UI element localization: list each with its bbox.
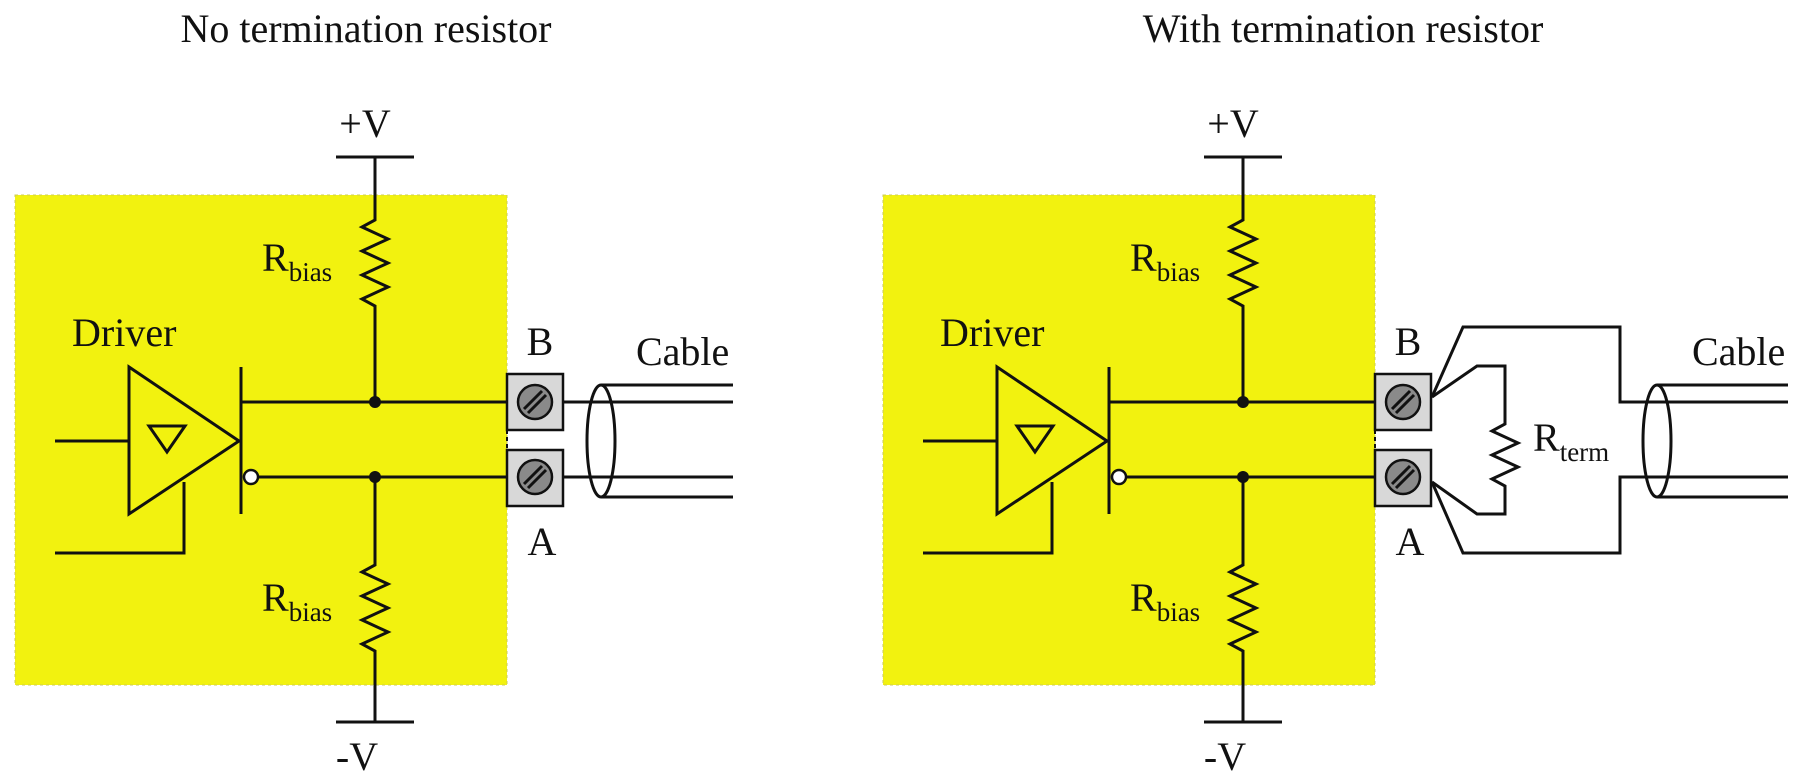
driver-enable-wire: [55, 482, 186, 555]
supply-positive-label: +V: [1207, 101, 1259, 146]
terminal-b-label: B: [1395, 319, 1422, 364]
screw-b-icon: [1384, 383, 1422, 421]
cable-end-ellipse: [585, 383, 617, 499]
rbias-bottom-label: Rbias: [262, 575, 332, 627]
rbias-top-label: Rbias: [262, 235, 332, 287]
rbias-top-resistor: [358, 157, 392, 402]
terminal-b-label: B: [527, 319, 554, 364]
cable-wire-a: [1430, 475, 1788, 555]
cable-label: Cable: [636, 329, 729, 374]
junction-dot-a: [369, 471, 381, 483]
rterm-label: Rterm: [1533, 415, 1609, 467]
driver-inner-symbol: [146, 424, 188, 455]
terminal-a-label: A: [528, 519, 557, 564]
rbias-top-resistor: [1226, 157, 1260, 402]
rbias-bottom-resistor: [358, 477, 392, 722]
driver-label: Driver: [940, 310, 1044, 355]
supply-negative-label: -V: [336, 734, 378, 779]
cable-label: Cable: [1692, 329, 1785, 374]
rbias-top-label: Rbias: [1130, 235, 1200, 287]
panel-title: With termination resistor: [1143, 6, 1544, 51]
screw-a-icon: [1384, 458, 1422, 496]
terminal-a-label: A: [1396, 519, 1425, 564]
junction-dot-a: [1237, 471, 1249, 483]
panel-no-termination: No termination resistor +V Rbias -V Rbia…: [14, 6, 733, 779]
screw-a-icon: [516, 458, 554, 496]
junction-dot-b: [1237, 396, 1249, 408]
cable-wire-b: [1430, 325, 1788, 404]
driver-label: Driver: [72, 310, 176, 355]
driver-inverting-bubble: [1110, 468, 1128, 486]
panel-with-termination: With termination resistor +V Rbias -V Rb…: [882, 6, 1788, 779]
screw-b-icon: [516, 383, 554, 421]
panel-title: No termination resistor: [180, 6, 551, 51]
driver-inner-symbol: [1014, 424, 1056, 455]
supply-negative-label: -V: [1204, 734, 1246, 779]
supply-positive-label: +V: [339, 101, 391, 146]
rbias-bottom-resistor: [1226, 477, 1260, 722]
driver-inverting-bubble: [242, 468, 260, 486]
junction-dot-b: [369, 396, 381, 408]
cable-end-ellipse: [1641, 383, 1673, 499]
rbias-bottom-label: Rbias: [1130, 575, 1200, 627]
rterm-resistor: [1431, 364, 1522, 516]
driver-enable-wire: [923, 482, 1054, 555]
